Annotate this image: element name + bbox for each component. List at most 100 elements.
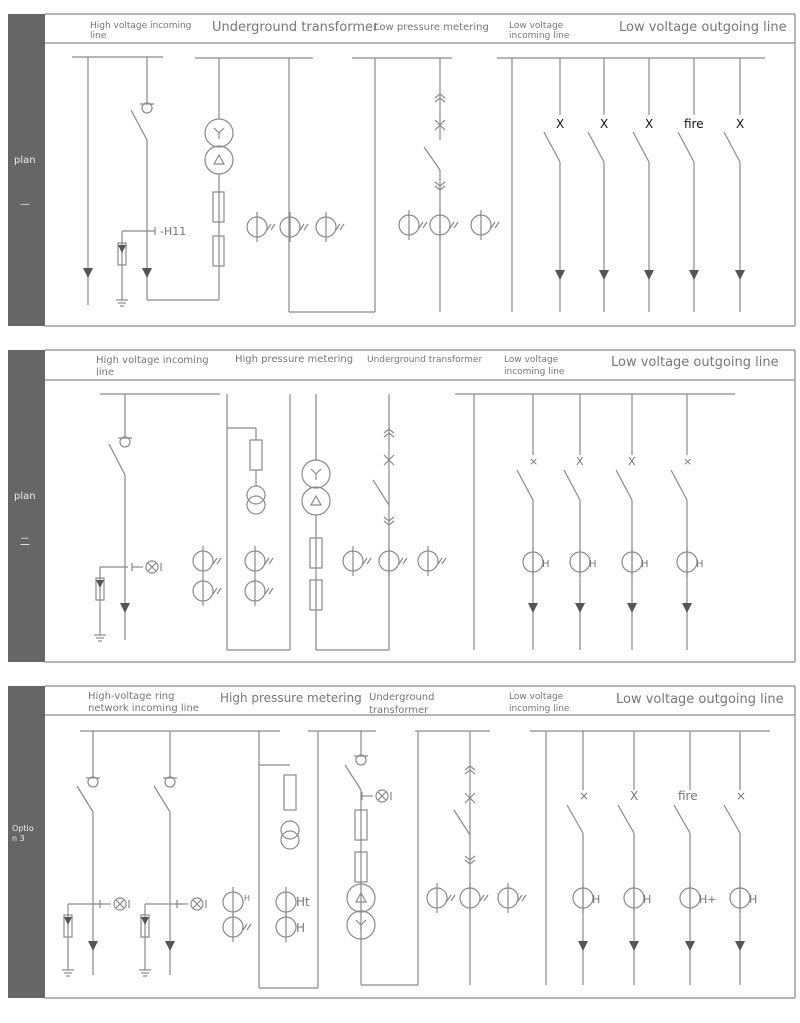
- sidebar: [8, 350, 45, 662]
- header-lv-incoming: Low voltage: [509, 692, 564, 702]
- ct-mark: [441, 557, 447, 565]
- ct-mark: [521, 894, 527, 902]
- switch-blade: [372, 479, 390, 506]
- switch-blade: [677, 131, 695, 163]
- ct-mark: [402, 557, 408, 565]
- indicator-lamp-icon: [113, 897, 127, 911]
- chevron-up-icon: [434, 93, 446, 99]
- side-mark: —: [20, 199, 30, 210]
- outgoing-label: ×: [683, 455, 692, 468]
- fuse: [212, 235, 225, 267]
- side-label: plan: [14, 155, 36, 166]
- switch-blade: [423, 146, 441, 171]
- delta-icon: [309, 494, 323, 506]
- outgoing-label: X: [576, 455, 584, 468]
- switch-blade: [587, 131, 605, 163]
- arrow-icon: [120, 603, 130, 613]
- disconnector-icon: [119, 436, 131, 448]
- voltage-transformer-icon: [246, 495, 266, 515]
- ct-mark: [437, 557, 443, 565]
- arrow-icon: [735, 270, 745, 280]
- sidebar: [8, 14, 45, 326]
- side-label: Optio: [12, 824, 34, 833]
- wye-icon: [310, 468, 317, 475]
- ct-label: H: [542, 559, 550, 570]
- transformer-winding-icon: [346, 910, 376, 940]
- ct-label: H: [589, 559, 597, 570]
- arrester-icon: [117, 242, 127, 266]
- arrester-icon: [118, 245, 126, 253]
- voltage-transformer-icon: [246, 485, 266, 505]
- ct-label: H: [749, 893, 757, 906]
- fuse: [309, 537, 323, 569]
- arrow-icon: [682, 603, 692, 613]
- switch-blade: [344, 764, 362, 791]
- breaker-x-icon: [383, 454, 395, 466]
- ct-label: H: [696, 559, 704, 570]
- chevron-up-icon: [434, 97, 446, 103]
- fuse: [354, 851, 368, 883]
- ct-mark: [266, 223, 272, 231]
- outgoing-label: X: [736, 117, 744, 131]
- panel-2: plan 二 High voltage incoming line High p…: [8, 350, 779, 662]
- header-underground-2: transformer: [369, 705, 429, 716]
- indicator-lamp-icon: [375, 789, 389, 803]
- header-hv-incoming-2: line: [90, 31, 107, 41]
- ct-mark: [212, 557, 218, 565]
- wye-icon: [360, 919, 367, 926]
- arrow-icon: [165, 941, 175, 951]
- header-lv-incoming-2: incoming line: [504, 367, 565, 377]
- header-underground: Underground: [369, 692, 434, 703]
- ct-mark: [398, 557, 404, 565]
- outgoing-label: ×: [736, 789, 746, 803]
- arrow-icon: [599, 270, 609, 280]
- ct-mark: [335, 223, 341, 231]
- disconnector-icon: [141, 102, 153, 114]
- outgoing-label: X: [645, 117, 653, 131]
- outgoing-label: fire: [678, 789, 698, 803]
- switch-blade: [632, 131, 650, 163]
- header-lv-incoming-2: incoming line: [509, 704, 570, 714]
- chevron-down-icon: [383, 520, 395, 526]
- chevron-down-icon: [434, 185, 446, 191]
- outgoing-label: ×: [579, 789, 589, 803]
- ct-mark: [268, 557, 274, 565]
- wye-icon: [355, 919, 362, 926]
- ct-mark: [362, 557, 368, 565]
- ct-mark: [303, 223, 309, 231]
- ct-mark: [422, 221, 428, 229]
- arrow-icon: [528, 603, 538, 613]
- transformer-winding-icon: [301, 459, 331, 489]
- outgoing-label: X: [556, 117, 564, 131]
- voltage-transformer-icon: [280, 830, 300, 850]
- side-mark: 二: [20, 537, 30, 548]
- arrow-icon: [83, 268, 93, 278]
- ct-label: H: [244, 894, 250, 903]
- ct-mark: [449, 221, 455, 229]
- arrester-icon: [63, 914, 73, 938]
- wye-icon: [315, 468, 322, 475]
- arrow-icon: [555, 270, 565, 280]
- arrester-icon: [95, 577, 105, 601]
- header-hv-ring: High-voltage ring: [88, 691, 174, 702]
- chevron-up-icon: [383, 428, 395, 434]
- switch-blade: [615, 469, 633, 501]
- header-underground-transformer: Underground transformer: [212, 20, 379, 35]
- side-label-2: n 3: [12, 834, 25, 843]
- arrow-icon: [644, 270, 654, 280]
- switch-blade: [617, 804, 635, 834]
- outgoing-label: ×: [529, 455, 538, 468]
- ct-mark: [242, 923, 248, 931]
- ct-mark: [490, 221, 496, 229]
- header-lv-outgoing: Low voltage outgoing line: [619, 20, 787, 35]
- voltage-transformer-icon: [280, 820, 300, 840]
- breaker-x-icon: [464, 792, 476, 804]
- indicator-lamp-icon: [115, 899, 125, 909]
- fuse: [212, 191, 225, 223]
- header-hp-metering: High pressure metering: [235, 354, 353, 365]
- switch-blade: [453, 809, 471, 836]
- indicator-lamp-icon: [377, 791, 387, 801]
- chevron-down-icon: [434, 181, 446, 187]
- arrow-icon: [685, 941, 695, 951]
